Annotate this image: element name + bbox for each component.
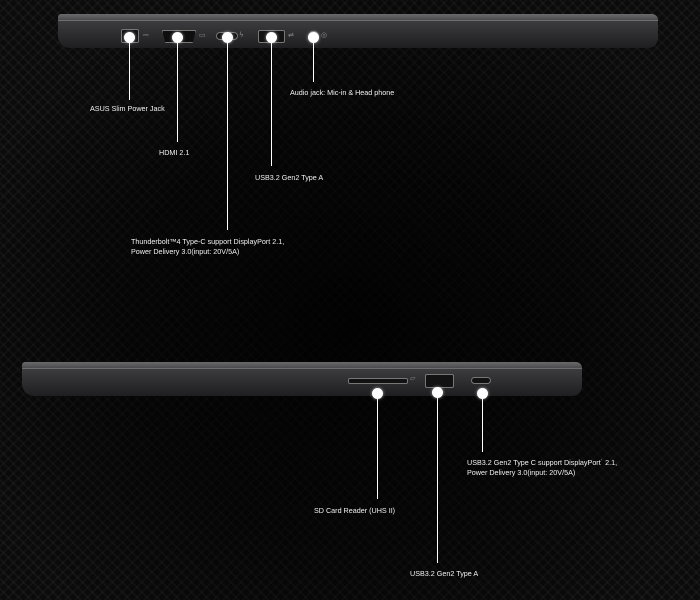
label-usb-c-line2: Power Delivery 3.0(input: 20V/5A): [467, 468, 576, 477]
label-hdmi: HDMI 2.1: [159, 148, 189, 158]
label-thunderbolt-line2: Power Delivery 3.0(input: 20V/5A): [131, 247, 240, 256]
callout-dot-audio: [308, 32, 319, 43]
callout-line-usb-a-left: [271, 38, 272, 166]
callout-line-power-jack: [129, 38, 130, 100]
laptop-lid: [58, 14, 658, 20]
callout-dot-hdmi: [172, 32, 183, 43]
label-usb-c-line1: USB3.2 Gen2 Type C support DisplayPort˙ …: [467, 458, 618, 467]
callout-dot-sd-card: [372, 388, 383, 399]
usb-c-port-right: [471, 377, 491, 384]
usb-a-port-right: [425, 374, 454, 388]
laptop-left-side-view: ⎓ ▭ ϟ ⇌ ◎: [58, 14, 658, 48]
label-power-jack-text: ASUS Slim Power Jack: [90, 104, 165, 113]
callout-dot-usb-c: [477, 388, 488, 399]
power-icon: ⎓: [143, 31, 149, 39]
label-thunderbolt: Thunderbolt™4 Type-C support DisplayPort…: [131, 237, 284, 257]
label-sd-card-text: SD Card Reader (UHS II): [314, 506, 396, 515]
thunderbolt-icon: ϟ: [239, 31, 244, 39]
label-usb-a-left-text: USB3.2 Gen2 Type A: [255, 173, 324, 182]
label-usb-c: USB3.2 Gen2 Type C support DisplayPort˙ …: [467, 458, 617, 478]
callout-dot-usb-a-right: [432, 387, 443, 398]
callout-line-thunderbolt: [227, 38, 228, 230]
label-usb-a-left: USB3.2 Gen2 Type A: [255, 173, 323, 183]
headphone-icon: ◎: [321, 31, 328, 39]
callout-line-audio: [313, 38, 314, 82]
sd-card-icon: ▱: [410, 374, 416, 382]
label-thunderbolt-line1: Thunderbolt™4 Type-C support DisplayPort…: [131, 237, 285, 246]
laptop-base: [58, 20, 658, 48]
label-power-jack: ASUS Slim Power Jack: [90, 104, 165, 114]
label-audio: Audio jack: Mic-in & Head phone: [290, 88, 394, 98]
hdmi-icon: ▭: [199, 31, 206, 39]
callout-dot-usb-a-left: [266, 32, 277, 43]
label-hdmi-text: HDMI 2.1: [159, 148, 190, 157]
laptop-lid-right: [22, 362, 582, 368]
label-usb-a-right: USB3.2 Gen2 Type A: [410, 569, 478, 579]
callout-line-hdmi: [177, 38, 178, 142]
callout-line-usb-a-right: [437, 393, 438, 563]
callout-line-sd-card: [377, 394, 378, 499]
label-usb-a-right-text: USB3.2 Gen2 Type A: [410, 569, 479, 578]
laptop-base-right: [22, 368, 582, 396]
callout-line-usb-c: [482, 394, 483, 452]
usb-icon: ⇌: [288, 31, 294, 39]
sd-card-slot: [348, 378, 408, 384]
label-sd-card: SD Card Reader (UHS II): [314, 506, 395, 516]
laptop-right-side-view: ▱: [22, 362, 582, 396]
label-audio-text: Audio jack: Mic-in & Head phone: [290, 88, 395, 97]
callout-dot-thunderbolt: [222, 32, 233, 43]
callout-dot-power-jack: [124, 32, 135, 43]
